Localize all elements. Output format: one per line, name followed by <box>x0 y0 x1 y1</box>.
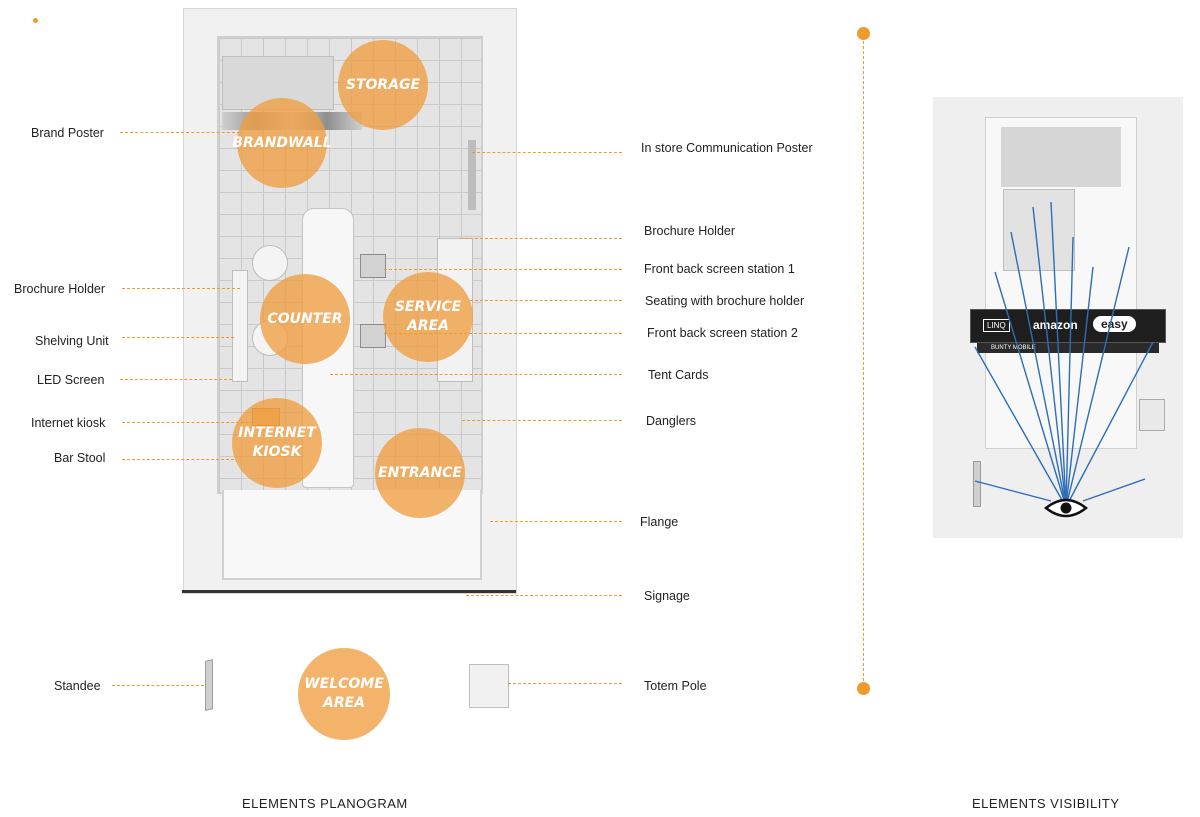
fascia-brand-left: amazon <box>1033 318 1078 332</box>
zone-service-area: SERVICE AREA <box>383 272 473 362</box>
standee-render <box>973 461 981 507</box>
sight-line <box>974 346 1067 508</box>
screen-station-1 <box>360 254 386 278</box>
label-led-screen: LED Screen <box>37 373 105 387</box>
leader-line <box>330 374 622 375</box>
vertical-divider <box>863 36 864 686</box>
label-front-back-station-2: Front back screen station 2 <box>647 326 798 340</box>
shelving-unit <box>232 270 248 382</box>
label-standee: Standee <box>54 679 101 693</box>
label-internet-kiosk: Internet kiosk <box>31 416 106 430</box>
label-shelving-unit: Shelving Unit <box>35 334 109 348</box>
label-flange: Flange <box>640 515 679 529</box>
leader-line <box>120 379 232 380</box>
zone-brandwall: BRANDWALL <box>232 98 332 188</box>
sight-line <box>994 271 1067 508</box>
storefront-fascia: LINQ amazon easy <box>970 309 1166 343</box>
visibility-render: LINQ amazon easy BUNTY MOBILE <box>933 97 1183 538</box>
screen-station-2 <box>360 324 386 348</box>
label-seating: Seating with brochure holder <box>645 294 805 308</box>
label-totem-pole: Totem Pole <box>644 679 707 693</box>
sight-line-group <box>974 201 1154 508</box>
leader-line <box>112 685 204 686</box>
chair <box>252 245 288 281</box>
sight-line <box>1032 206 1067 508</box>
leader-line <box>122 288 240 289</box>
sight-line <box>1065 341 1154 508</box>
label-danglers: Danglers <box>646 414 697 428</box>
sight-line <box>1010 231 1067 508</box>
sight-line <box>1065 246 1130 508</box>
label-brand-poster: Brand Poster <box>31 126 104 140</box>
caption-visibility: ELEMENTS VISIBILITY <box>972 796 1120 811</box>
signage-bar <box>182 590 516 593</box>
fascia-brand-right: easy <box>1093 316 1136 332</box>
zone-storage: STORAGE <box>338 40 428 130</box>
sight-line <box>1065 236 1074 508</box>
caption-planogram: ELEMENTS PLANOGRAM <box>242 796 408 811</box>
label-signage: Signage <box>644 589 690 603</box>
leader-line <box>490 521 622 522</box>
leader-line <box>508 683 622 684</box>
shop-name-strip: BUNTY MOBILE <box>977 343 1159 353</box>
divider-dot-top <box>857 27 870 40</box>
leader-line <box>120 132 240 133</box>
leader-line <box>472 152 622 153</box>
label-brochure-holder-right: Brochure Holder <box>644 224 736 238</box>
zone-entrance: ENTRANCE <box>375 428 465 518</box>
fascia-logo: LINQ <box>983 319 1010 332</box>
label-bar-stool: Bar Stool <box>54 451 106 465</box>
decor-dot <box>33 18 38 23</box>
sight-line <box>1065 266 1094 508</box>
zone-internet-kiosk: INTERNET KIOSK <box>232 398 322 488</box>
leader-line <box>462 420 622 421</box>
leader-line <box>466 595 622 596</box>
eye-icon <box>1044 498 1088 518</box>
leader-line <box>122 337 234 338</box>
leader-line <box>384 333 622 334</box>
sight-line <box>974 480 1052 502</box>
leader-line <box>384 269 622 270</box>
store-back-wall <box>1001 127 1121 187</box>
label-tent-cards: Tent Cards <box>648 368 709 382</box>
sight-line <box>1050 201 1067 508</box>
communication-poster-strip <box>468 140 476 210</box>
totem-render <box>1139 399 1165 431</box>
label-brochure-holder-left: Brochure Holder <box>14 282 106 296</box>
leader-line <box>460 238 622 239</box>
leader-line <box>122 422 254 423</box>
label-communication-poster: In store Communication Poster <box>641 141 813 155</box>
shop-name: BUNTY MOBILE <box>991 345 1036 351</box>
zone-welcome-area: WELCOME AREA <box>298 648 390 740</box>
zone-counter: COUNTER <box>260 274 350 364</box>
label-front-back-station-1: Front back screen station 1 <box>644 262 795 276</box>
standee <box>205 659 213 711</box>
leader-line <box>122 459 234 460</box>
leader-line <box>470 300 622 301</box>
sight-line <box>1082 478 1146 502</box>
divider-dot-bottom <box>857 682 870 695</box>
sight-lines <box>974 201 1154 508</box>
totem-pole <box>469 664 509 708</box>
